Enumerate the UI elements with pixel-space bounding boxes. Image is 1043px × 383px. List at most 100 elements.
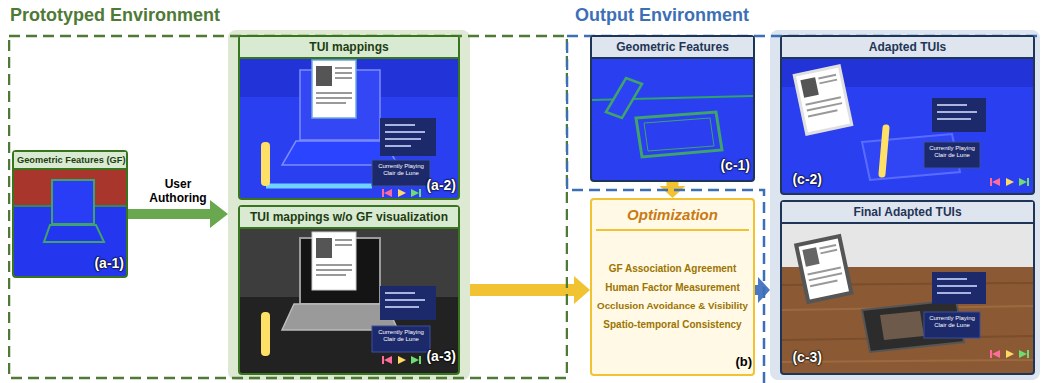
region-heading: Prototyped Environment <box>8 2 568 27</box>
scene-c2-part <box>932 98 986 132</box>
environment-region: Prototyped EnvironmentGeometric Features… <box>8 2 568 380</box>
scene-a3 <box>240 227 458 373</box>
callout-label: (a-3) <box>420 347 456 365</box>
scene-a3-part <box>372 326 430 352</box>
arrow-head <box>210 200 228 228</box>
group-panel: TUI mappingsTUI mappings w/o GF visualiz… <box>228 30 470 380</box>
scene-c2-part <box>937 104 967 106</box>
callout-label: (a-1) <box>90 254 124 272</box>
group-panel: Adapted TUIsFinal Adapted TUIs <box>770 30 1040 380</box>
region-heading: Output Environment <box>566 2 1043 27</box>
scene-a2 <box>240 57 458 198</box>
flow-arrow <box>470 276 590 304</box>
scene-c3-part <box>880 311 924 340</box>
scene-a3-part <box>384 356 392 364</box>
arrow-shaft <box>128 209 212 219</box>
dashed-outline <box>567 36 1040 383</box>
scene-a2-part <box>266 184 372 189</box>
scene-a2-part <box>312 60 356 118</box>
scene-c3-part-part <box>819 244 836 249</box>
arrow-shaft <box>470 284 576 296</box>
card-header: Final Adapted TUIs <box>782 202 1033 224</box>
scene-c2-part <box>1027 178 1029 186</box>
scene-c2-part <box>937 111 977 113</box>
scene-c3-part-part <box>820 249 837 254</box>
scene-c3-part <box>937 285 977 287</box>
scene-a2-part <box>335 67 352 69</box>
screen-text: Currently Playing Clair de Lune <box>373 163 429 177</box>
scene-a2-part <box>385 124 415 126</box>
panel-fill <box>228 30 1040 380</box>
callout-label: (c-1) <box>714 156 750 174</box>
scene-a3-part <box>419 356 421 364</box>
scene-c2-part <box>1019 178 1027 186</box>
optimization-box: OptimizationGF Association AgreementHuma… <box>590 198 755 376</box>
scene-c2-part <box>1006 178 1014 186</box>
scene-a2-part <box>419 189 421 197</box>
scene-a2-part <box>240 57 458 198</box>
card-header: Geometric Features (GF) <box>14 152 126 170</box>
scene-c1-part <box>644 118 714 151</box>
scene-a3-part <box>385 306 419 308</box>
scene-c1-part <box>636 112 722 157</box>
arrow-head <box>660 186 686 198</box>
scene-a2-part <box>411 189 419 197</box>
scene-c1-part <box>592 55 753 180</box>
scene-c1 <box>592 55 753 180</box>
card-header: TUI mappings w/o GF visualization <box>240 207 458 229</box>
scene-a1-part <box>52 180 94 224</box>
panel-fill-part <box>228 30 470 380</box>
optimization-title: Optimization <box>596 200 749 231</box>
scene-c3-part-part <box>810 279 838 287</box>
callout-label: (a-2) <box>420 176 456 194</box>
optimization-term: Human Factor Measurement <box>596 281 749 294</box>
scene-c2-part-part <box>819 79 837 85</box>
scene-a3-part <box>385 299 425 301</box>
arrow-head <box>574 276 590 304</box>
scene-a3-part <box>335 244 352 246</box>
flow-arrow <box>755 277 770 303</box>
scene-a3-part <box>411 356 419 364</box>
scene-a3-part <box>316 264 352 266</box>
scene-c2-part <box>924 142 980 168</box>
scene-c3-part <box>924 312 980 338</box>
scene-c2-part <box>782 57 1033 193</box>
scene-a2-part <box>384 189 392 197</box>
scene-a3-part <box>335 239 352 241</box>
optimization-list: GF Association AgreementHuman Factor Mea… <box>596 231 749 374</box>
scene-a3-part <box>261 312 270 356</box>
scene-a2-part <box>372 160 430 186</box>
scene-a3-part <box>316 238 332 258</box>
screen-text: Currently Playing Clair de Lune <box>925 315 979 329</box>
scene-c3-part-part <box>796 236 851 302</box>
dashed-outline <box>9 36 567 378</box>
screen-text: Currently Playing Clair de Lune <box>925 145 979 159</box>
scene-a2-part <box>316 102 346 104</box>
scene-a2-part <box>335 72 352 74</box>
scene-a2-part <box>380 118 436 156</box>
scene-c2-part <box>794 66 851 134</box>
scene-a2-part <box>316 66 332 86</box>
scene-c3-part <box>796 236 851 302</box>
scene-c3-part <box>1027 350 1029 358</box>
card-header: Adapted TUIs <box>782 37 1033 59</box>
panel-fill-part <box>770 30 1040 380</box>
scene-c3-part <box>937 292 971 294</box>
scene-a2-part <box>385 145 411 147</box>
scene-a2-part <box>382 189 384 197</box>
scene-c2-part <box>990 178 992 186</box>
scene-a2-part <box>385 131 425 133</box>
scene-c3-part <box>1006 350 1014 358</box>
scene-c3-part <box>937 278 967 280</box>
scene-a2-part <box>316 97 352 99</box>
card-header: Geometric Features <box>592 37 753 59</box>
scene-a1 <box>14 168 126 276</box>
scene-a2-part <box>261 142 270 186</box>
callout-label: (c-3) <box>786 348 822 366</box>
scene-a3-part <box>385 292 415 294</box>
scene-c2-part <box>882 128 886 174</box>
scene-c3-part-part <box>802 247 819 267</box>
scene-c3-part <box>1019 350 1027 358</box>
scene-a3-part <box>382 356 384 364</box>
